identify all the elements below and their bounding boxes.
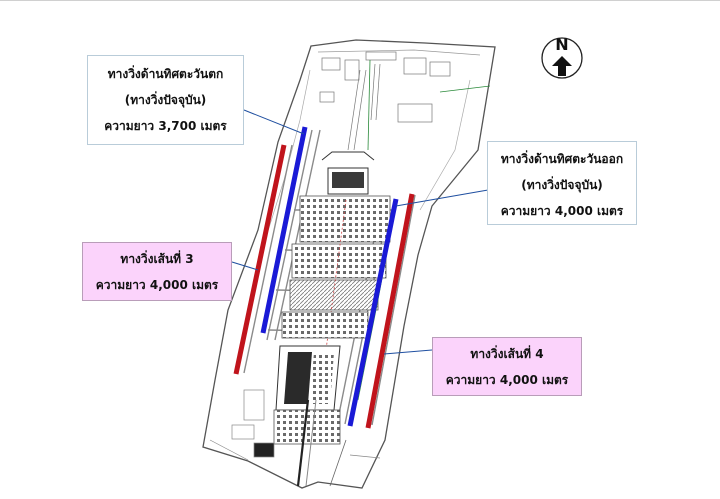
north-label: N <box>555 35 568 54</box>
south-landside <box>209 389 381 461</box>
callout-east-line1: ทางวิ่งด้านทิศตะวันออก <box>500 152 624 166</box>
callout-runway4-line1: ทางวิ่งเส้นที่ 4 <box>470 347 544 361</box>
north-terminal-complex <box>289 151 391 351</box>
runway-west-existing <box>260 126 308 334</box>
south-terminal-complex <box>273 311 369 487</box>
callout-east-runway: ทางวิ่งด้านทิศตะวันออก (ทางวิ่งปัจจุบัน)… <box>487 141 637 225</box>
callout-runway-4: ทางวิ่งเส้นที่ 4 ความยาว 4,000 เมตร <box>432 337 582 396</box>
callout-west-line1: ทางวิ่งด้านทิศตะวันตก <box>107 67 224 81</box>
callout-runway4-line2: ความยาว 4,000 เมตร <box>445 373 569 387</box>
callout-runway-3: ทางวิ่งเส้นที่ 3 ความยาว 4,000 เมตร <box>82 242 232 301</box>
callout-west-line3: ความยาว 3,700 เมตร <box>104 119 227 133</box>
callout-runway3-line2: ความยาว 4,000 เมตร <box>95 278 219 292</box>
top-rule <box>0 0 720 1</box>
runway-3-new <box>233 144 287 375</box>
callout-west-runway: ทางวิ่งด้านทิศตะวันตก (ทางวิ่งปัจจุบัน) … <box>87 55 244 145</box>
callout-runway3-line1: ทางวิ่งเส้นที่ 3 <box>120 252 194 266</box>
callout-east-line3: ความยาว 4,000 เมตร <box>500 204 624 218</box>
runway-east-existing <box>347 198 399 427</box>
runway-4-new <box>365 193 415 429</box>
leader-lines <box>231 109 489 355</box>
callout-east-line2: (ทางวิ่งปัจจุบัน) <box>521 178 603 192</box>
callout-west-line2: (ทางวิ่งปัจจุบัน) <box>124 93 207 107</box>
north-arrow-icon: N <box>541 35 583 79</box>
north-service-area <box>319 51 451 151</box>
